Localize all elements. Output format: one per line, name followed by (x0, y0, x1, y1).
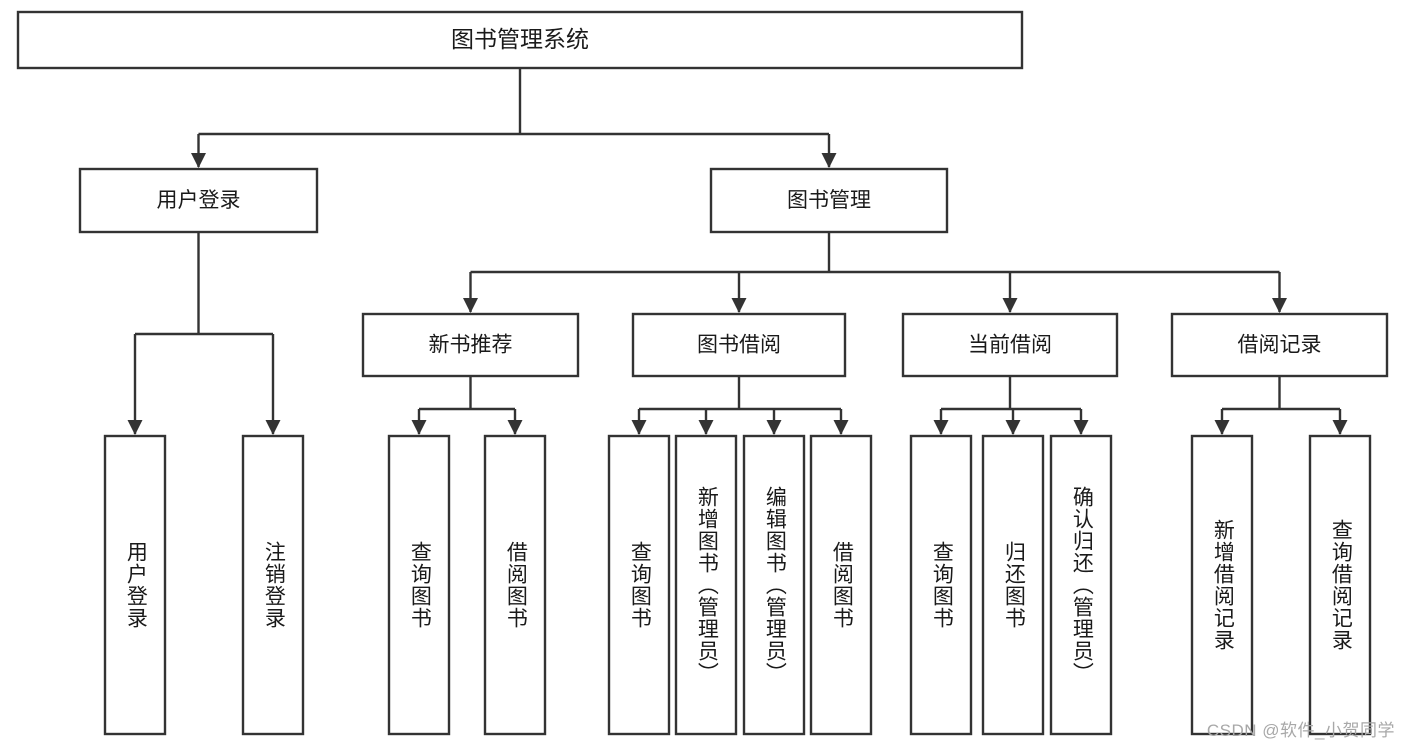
arrowhead-icon (821, 153, 837, 168)
arrowhead-icon (731, 298, 747, 313)
node-box-leaf-query-book-3[interactable] (909, 434, 973, 736)
node-box-leaf-return-book[interactable] (981, 434, 1045, 736)
arrowhead-icon (833, 420, 849, 435)
arrowhead-icon (1002, 298, 1018, 313)
node-label-borrow-record: 借阅记录 (1238, 334, 1322, 357)
node-label-book-borrow: 图书借阅 (697, 334, 781, 357)
arrowhead-icon (191, 153, 206, 168)
node-box-leaf-add-record[interactable] (1190, 434, 1254, 736)
arrowhead-icon (1214, 420, 1230, 435)
node-box-user-login[interactable] (78, 167, 319, 234)
arrowhead-icon (933, 420, 949, 435)
arrowhead-icon (1073, 420, 1089, 435)
watermark: CSDN @软件_小贺同学 (1206, 721, 1395, 740)
node-label-user-login: 用户登录 (157, 189, 241, 212)
node-box-leaf-query-book-2[interactable] (607, 434, 671, 736)
arrowhead-icon (1332, 420, 1348, 435)
arrowhead-icon (1272, 298, 1287, 313)
node-box-root[interactable] (16, 10, 1024, 70)
node-box-leaf-query-record[interactable] (1308, 434, 1372, 736)
edges-layer (127, 68, 1348, 435)
arrowhead-icon (265, 420, 281, 435)
arrowhead-icon (411, 420, 427, 435)
node-box-current-borrow[interactable] (901, 312, 1119, 378)
node-label-book-manage: 图书管理 (787, 189, 871, 212)
node-box-leaf-add-book[interactable] (674, 434, 738, 736)
node-box-leaf-logout-login[interactable] (241, 434, 305, 736)
node-box-leaf-confirm-return[interactable] (1049, 434, 1113, 736)
node-box-book-borrow[interactable] (631, 312, 847, 378)
node-box-leaf-edit-book[interactable] (742, 434, 806, 736)
arrowhead-icon (698, 420, 714, 435)
node-box-leaf-borrow-book-2[interactable] (809, 434, 873, 736)
node-label-current-borrow: 当前借阅 (968, 334, 1052, 357)
node-box-leaf-user-login[interactable] (103, 434, 167, 736)
node-label-root: 图书管理系统 (451, 26, 589, 52)
arrowhead-icon (1005, 420, 1021, 435)
node-box-leaf-borrow-book-1[interactable] (483, 434, 547, 736)
arrowhead-icon (463, 298, 478, 313)
arrowhead-icon (631, 420, 647, 435)
node-box-book-manage[interactable] (709, 167, 949, 234)
node-box-new-book-rec[interactable] (361, 312, 580, 378)
node-label-new-book-rec: 新书推荐 (429, 334, 513, 357)
arrowhead-icon (766, 420, 782, 435)
boxes-layer (16, 10, 1389, 736)
node-box-borrow-record[interactable] (1170, 312, 1389, 378)
node-box-leaf-query-book-1[interactable] (387, 434, 451, 736)
arrowhead-icon (127, 420, 143, 435)
arrowhead-icon (507, 420, 523, 435)
